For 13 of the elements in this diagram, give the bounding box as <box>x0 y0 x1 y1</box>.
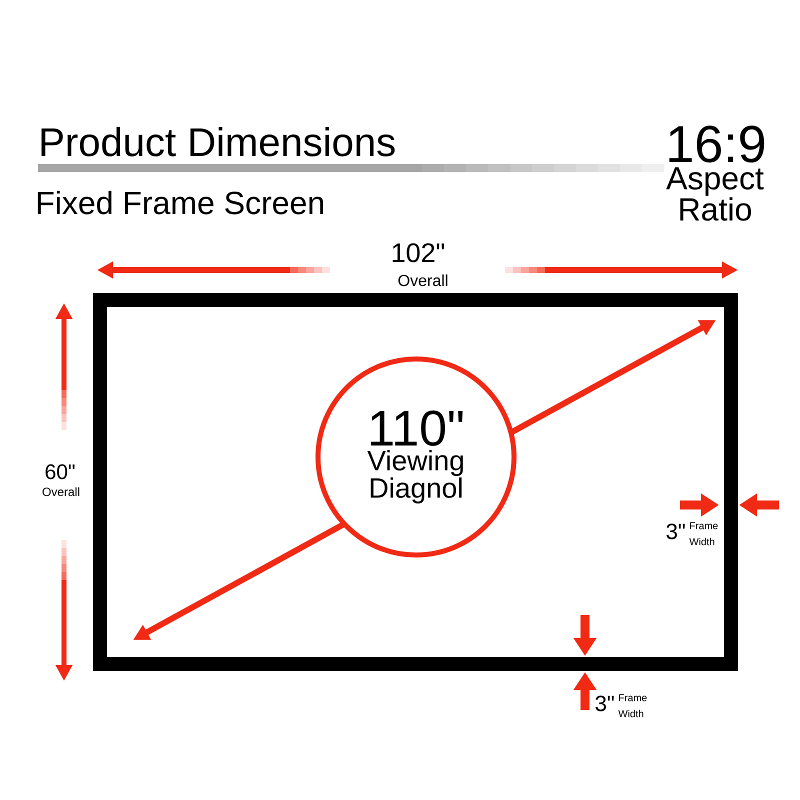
dimension-label: 3" <box>666 524 685 540</box>
aspect-ratio-value: 16:9 <box>669 126 764 162</box>
dimension-label: 102" <box>392 243 444 262</box>
dimension-label: 3" <box>596 696 614 712</box>
dimension-label: Frame Width <box>618 694 647 718</box>
title: Product Dimensions <box>42 127 395 156</box>
dimension-label: Overall <box>42 487 80 496</box>
dimension-label: Overall <box>398 274 448 286</box>
subtitle: Fixed Frame Screen <box>38 190 324 214</box>
aspect-ratio-label: Aspect Ratio <box>666 167 764 221</box>
dimension-label: 60" <box>46 464 75 480</box>
screen-frame <box>93 293 738 671</box>
dimension-label: Frame Width <box>689 522 718 546</box>
